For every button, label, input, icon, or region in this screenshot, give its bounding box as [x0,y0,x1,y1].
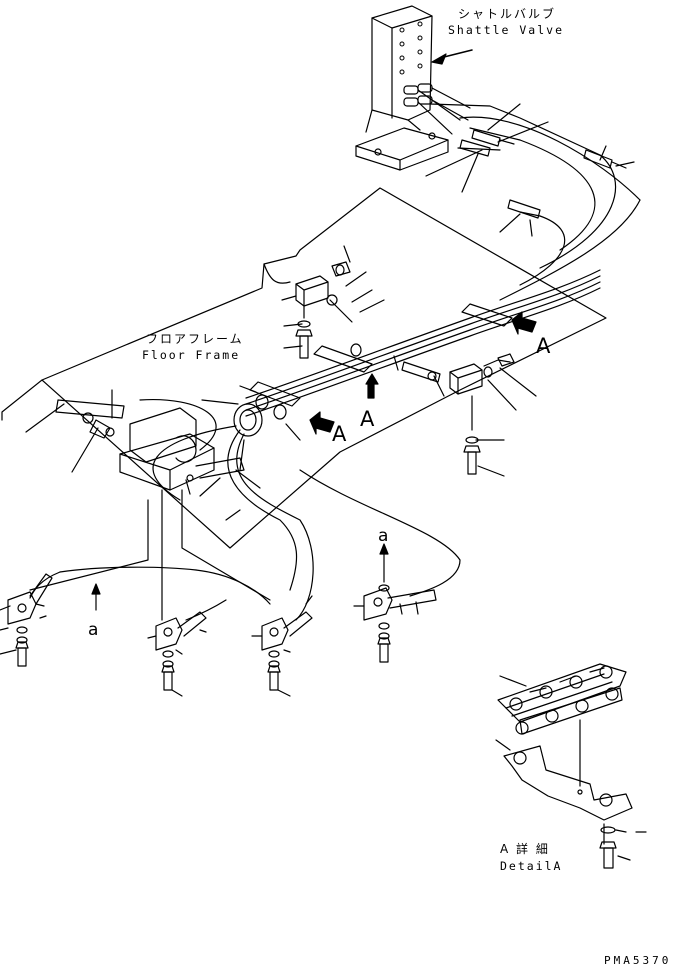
pedal-bracket-3 [252,596,312,696]
shuttle-valve [356,6,472,170]
detail-callout-a-center: A [360,407,375,431]
floor-frame [2,188,606,548]
connection-label-right: a [378,526,389,546]
floor-frame-label-jp: フロアフレーム [146,332,244,346]
detail-arrow-center [366,374,378,398]
detail-a-title-jp: A 詳 細 [500,842,550,856]
pedal-bracket-4 [354,544,436,662]
detail-callout-a-left: A [332,422,347,446]
right-fittings [402,354,514,474]
pedal-bracket-1 [0,574,52,666]
connection-label-left: a [88,620,99,640]
upper-hoses [426,104,640,300]
drawing-code: PMA5370 [604,954,672,967]
detail-a-inset [496,664,646,868]
detail-callout-a-right: A [536,334,551,358]
pedal-bracket-2 [148,612,206,696]
floor-frame-label-en: Floor Frame [142,348,241,362]
detail-arrow-left [310,412,334,434]
shuttle-valve-label-jp: シャトルバルブ [458,7,557,21]
detail-a-title-en: DetailA [500,859,563,873]
hose-bundle [234,270,600,436]
center-fittings [296,262,352,358]
shuttle-valve-label-en: Shattle Valve [448,23,565,37]
detail-arrow-right [512,312,536,334]
lower-hoses [30,400,460,620]
switch-assembly [56,400,244,490]
leader-lines [26,246,536,520]
